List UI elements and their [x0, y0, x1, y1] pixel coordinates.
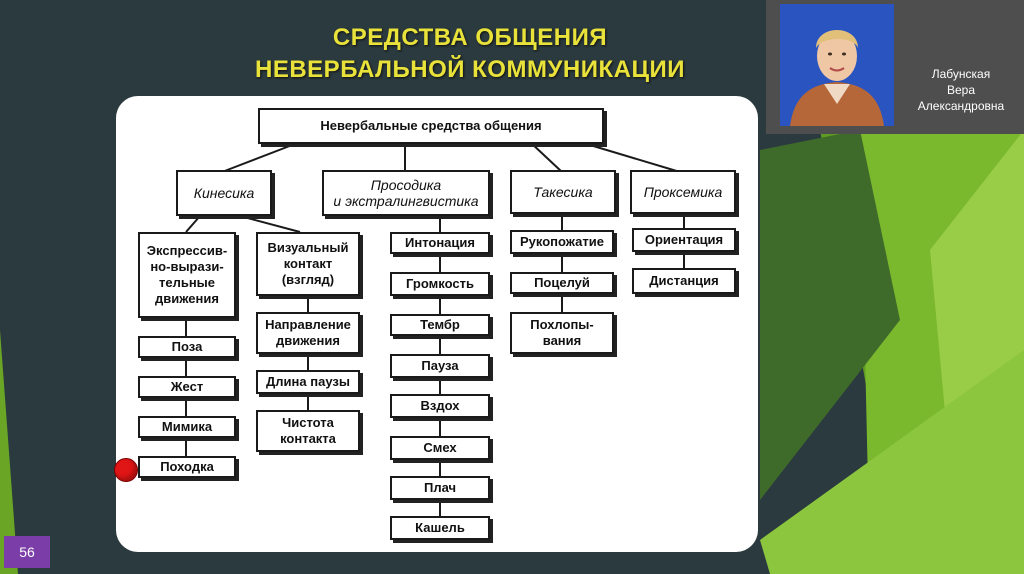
prosody-item-pause: Пауза	[390, 354, 490, 378]
kinesics-item-gesture: Жест	[138, 376, 236, 398]
visual-item-pause-length: Длина паузы	[256, 370, 360, 394]
slide-title: СРЕДСТВА ОБЩЕНИЯ НЕВЕРБАЛЬНОЙ КОММУНИКАЦ…	[210, 22, 730, 86]
category-proxemics: Проксемика	[630, 170, 736, 214]
red-dot-marker	[114, 458, 138, 482]
prosody-item-crying: Плач	[390, 476, 490, 500]
kinesics-item-mimicry: Мимика	[138, 416, 236, 438]
kinesics-item-pose: Поза	[138, 336, 236, 358]
diagram-root: Невербальные средства общения	[258, 108, 604, 144]
visual-item-contact-purity: Чистота контакта	[256, 410, 360, 452]
kinesics-expressive-movements: Экспрессив- но-вырази- тельные движения	[138, 232, 236, 318]
takesics-item-handshake: Рукопожатие	[510, 230, 614, 254]
author-photo	[780, 4, 894, 126]
prosody-item-loudness: Громкость	[390, 272, 490, 296]
prosody-item-laughter: Смех	[390, 436, 490, 460]
kinesics-visual-contact: Визуальный контакт (взгляд)	[256, 232, 360, 296]
author-patronymic: Александровна	[917, 99, 1005, 113]
bottom-green-shard	[760, 350, 1024, 574]
proxemics-item-orientation: Ориентация	[632, 228, 736, 252]
author-surname: Лабунская	[931, 67, 991, 81]
category-kinesics: Кинесика	[176, 170, 272, 216]
proxemics-item-distance: Дистанция	[632, 268, 736, 294]
takesics-item-kiss: Поцелуй	[510, 272, 614, 294]
slide-number: 56	[4, 536, 50, 568]
visual-item-direction: Направление движения	[256, 312, 360, 354]
category-prosody: Просодика и экстралингвистика	[322, 170, 490, 216]
prosody-item-timbre: Тембр	[390, 314, 490, 336]
mid-green-shadow	[760, 130, 900, 500]
kinesics-item-gait: Походка	[138, 456, 236, 478]
prosody-item-sigh: Вздох	[390, 394, 490, 418]
author-name: Лабунская Вера Александровна	[902, 66, 1020, 114]
title-line-1: СРЕДСТВА ОБЩЕНИЯ	[332, 24, 608, 51]
author-first-name: Вера	[946, 83, 976, 97]
category-takesics: Такесика	[510, 170, 616, 214]
person-portrait-icon	[780, 4, 894, 126]
title-line-2: НЕВЕРБАЛЬНОЙ КОММУНИКАЦИИ	[255, 56, 685, 83]
left-green-shard	[0, 330, 18, 574]
prosody-item-cough: Кашель	[390, 516, 490, 540]
prosody-item-intonation: Интонация	[390, 232, 490, 254]
takesics-item-patting: Похлопы- вания	[510, 312, 614, 354]
